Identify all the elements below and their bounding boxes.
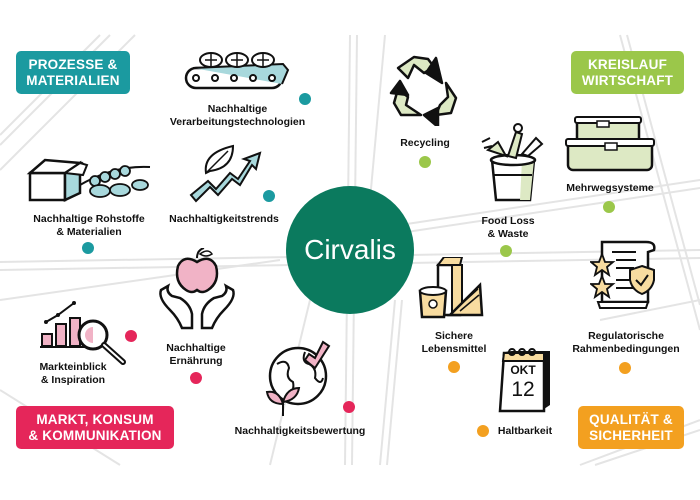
label-line: Nachhaltigkeitsbewertung [234, 425, 366, 437]
topic-dot-verarbeitung [299, 93, 311, 105]
badge-line: KREISLAUF [587, 56, 668, 72]
topic-dot-rohstoffe [82, 242, 94, 254]
label-line: Nachhaltige [166, 342, 226, 354]
label-line: & Inspiration [40, 374, 106, 386]
leaf-trend-arrow-icon [189, 144, 262, 203]
topic-label-recycling: Recycling [390, 137, 460, 150]
category-badge-qualitaet: QUALITÄT & SICHERHEIT [578, 406, 684, 449]
calendar-day: 12 [511, 378, 535, 401]
topic-label-markteinblick: Markteinblick & Inspiration [34, 361, 112, 387]
label-line: Recycling [400, 137, 450, 149]
category-badge-markt: MARKT, KONSUM & KOMMUNIKATION [16, 406, 174, 449]
topic-dot-regulatorisch [619, 362, 631, 374]
label-line: Regulatorische [588, 330, 664, 342]
badge-line: MATERIALIEN [26, 72, 120, 88]
topic-label-haltbarkeit: Haltbarkeit [494, 425, 556, 438]
topic-dot-markteinblick [125, 330, 137, 342]
badge-line: QUALITÄT & [589, 411, 673, 427]
topic-dot-mehrweg [603, 201, 615, 213]
label-line: Sichere [435, 330, 473, 342]
recycle-icon [389, 55, 458, 126]
label-line: Rahmenbedingungen [572, 343, 680, 355]
category-badge-kreislauf: KREISLAUF WIRTSCHAFT [571, 51, 684, 94]
label-line: Verarbeitungstechnologien [169, 116, 306, 128]
label-line: Nachhaltige [207, 103, 268, 115]
topic-dot-recycling [419, 156, 431, 168]
certificate-shield-icon [590, 240, 656, 309]
topic-dot-sichere [448, 361, 460, 373]
label-line: Ernährung [169, 355, 223, 367]
label-line: Nachhaltige Rohstoffe [33, 213, 145, 225]
globe-check-icon [265, 340, 331, 416]
badge-line: & KOMMUNIKATION [28, 427, 162, 443]
topic-label-regulatorisch: Regulatorische Rahmenbedingungen [568, 330, 684, 356]
topic-label-foodloss: Food Loss & Waste [475, 215, 541, 241]
category-badge-prozesse: PROZESSE & MATERIALIEN [16, 51, 130, 94]
topic-label-sichere: Sichere Lebensmittel [412, 330, 496, 356]
label-line: & Waste [487, 228, 529, 240]
chart-magnifier-icon [40, 301, 126, 365]
topic-dot-foodloss [500, 245, 512, 257]
topic-label-mehrweg: Mehrwegsysteme [562, 182, 658, 195]
topic-dot-ernaehrung [190, 372, 202, 384]
center-brand-circle: Cirvalis [286, 186, 414, 314]
label-line: Lebensmittel [421, 343, 487, 355]
conveyor-belt-icon [184, 52, 290, 90]
label-line: Nachhaltigkeitstrends [169, 213, 279, 225]
badge-line: SICHERHEIT [589, 427, 673, 443]
label-line: Markteinblick [39, 361, 107, 373]
label-line: Food Loss [481, 215, 535, 227]
food-waste-bin-icon [481, 123, 544, 202]
topic-dot-trends [263, 190, 275, 202]
topic-label-rohstoffe: Nachhaltige Rohstoffe & Materialien [22, 213, 156, 239]
topic-dot-haltbarkeit [477, 425, 489, 437]
badge-line: WIRTSCHAFT [581, 72, 674, 88]
topic-label-bewertung: Nachhaltigkeitsbewertung [228, 425, 372, 438]
topic-dot-bewertung [343, 401, 355, 413]
center-title: Cirvalis [304, 234, 396, 265]
calendar-icon: OKT 12 [498, 347, 552, 413]
food-packages-icon [418, 257, 484, 319]
apple-hands-icon [159, 248, 235, 330]
label-line: Haltbarkeit [497, 425, 553, 437]
topic-label-ernaehrung: Nachhaltige Ernährung [160, 342, 232, 368]
badge-line: MARKT, KONSUM [36, 411, 154, 427]
reusable-containers-icon [565, 116, 655, 172]
calendar-month: OKT [510, 363, 536, 377]
topic-label-trends: Nachhaltigkeitstrends [165, 213, 283, 226]
topic-label-verarbeitung: Nachhaltige Verarbeitungstechnologien [165, 103, 310, 129]
label-line: & Materialien [56, 226, 122, 238]
badge-line: PROZESSE & [28, 56, 118, 72]
label-line: Mehrwegsysteme [566, 182, 654, 194]
box-peas-icon [26, 158, 151, 202]
